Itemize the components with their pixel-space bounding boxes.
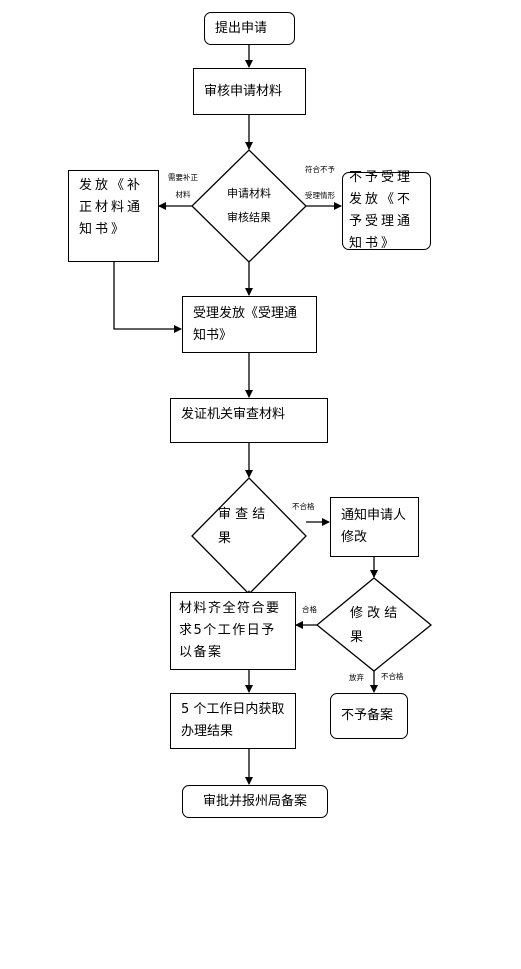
accept-notice-node: 受理发放《受理通知书》	[182, 296, 317, 353]
label-modify-pass: 合格	[302, 605, 317, 614]
submit-label: 提出申请	[215, 20, 268, 36]
get-result-node: 5 个工作日内获取办理结果	[170, 693, 296, 749]
modify-result-text: 修 改 结 果	[344, 602, 420, 650]
supplement-notice-label: 发放《补正材料通知书》	[79, 178, 144, 237]
label-needs-supplement: 需要补正 材料	[168, 169, 198, 203]
label-modify-giveup: 放弃	[349, 673, 364, 682]
modify-result-line1: 修 改 结	[350, 606, 398, 621]
supplement-notice-node: 发放《补正材料通知书》	[68, 170, 159, 262]
authority-review-node: 发证机关审查材料	[170, 398, 328, 443]
label-not-meet: 符合不予 受理情形	[305, 157, 335, 209]
exam-result-line2: 果	[218, 531, 232, 546]
not-accepted-node: 不予受理发放《不予受理通知书》	[342, 170, 431, 251]
label-needs-supplement-line2: 材料	[175, 190, 191, 199]
authority-review-label: 发证机关审查材料	[181, 407, 286, 422]
exam-result-text: 审 查 结 果	[210, 503, 296, 551]
not-accepted-label: 不予受理发放《不予受理通知书》	[349, 170, 414, 251]
approve-report-node: 审批并报州局备案	[182, 785, 328, 818]
label-not-meet-line1: 符合不予	[305, 165, 335, 174]
review-materials-label: 审核申请材料	[204, 83, 283, 99]
label-needs-supplement-line1: 需要补正	[168, 173, 198, 182]
complete-filing-label: 材料齐全符合要求5个工作日予以备案	[179, 601, 281, 660]
notify-applicant-node: 通知申请人修改	[330, 497, 419, 557]
accept-notice-label: 受理发放《受理通知书》	[193, 305, 298, 343]
not-filed-label: 不予备案	[341, 708, 394, 723]
modify-result-line2: 果	[350, 630, 364, 645]
arrow-supplement-to-accept	[113, 262, 182, 333]
notify-applicant-label: 通知申请人修改	[341, 508, 407, 545]
label-modify-fail: 不合格	[381, 672, 404, 681]
complete-filing-node: 材料齐全符合要求5个工作日予以备案	[170, 592, 296, 670]
approve-report-label: 审批并报州局备案	[202, 793, 307, 809]
review-result-line2: 审核结果	[227, 211, 271, 224]
get-result-label: 5 个工作日内获取办理结果	[181, 702, 285, 739]
label-not-meet-line2: 受理情形	[305, 191, 335, 200]
submit-node: 提出申请	[204, 12, 295, 45]
review-materials-node: 审核申请材料	[193, 68, 306, 115]
not-filed-node: 不予备案	[330, 693, 408, 739]
exam-result-line1: 审 查 结	[218, 507, 266, 522]
review-result-text: 申请材料 审核结果	[209, 182, 289, 230]
review-result-line1: 申请材料	[227, 187, 271, 200]
label-exam-fail: 不合格	[292, 502, 315, 511]
